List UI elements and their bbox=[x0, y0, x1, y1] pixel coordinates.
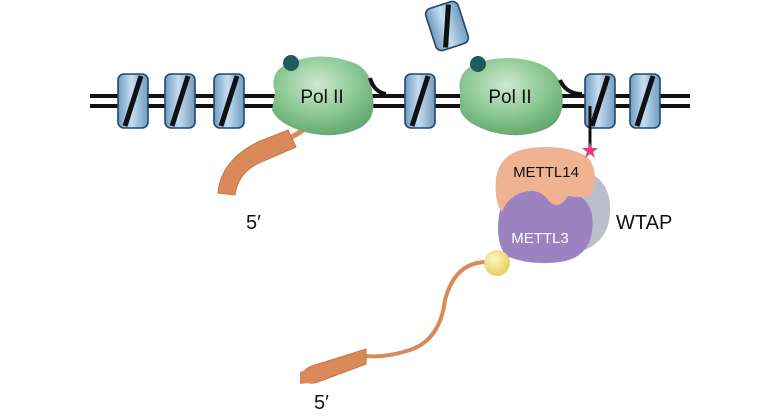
nascent-rna-left bbox=[217, 120, 314, 196]
nucleosome-icon bbox=[584, 73, 616, 129]
nucleosome-icon bbox=[117, 73, 149, 129]
nucleosome-icon bbox=[213, 73, 245, 129]
pol2-left-label: Pol II bbox=[300, 87, 343, 108]
nucleosome-icon bbox=[629, 73, 661, 129]
rna-polymerase-right bbox=[459, 56, 583, 136]
methyl-mark-icon bbox=[283, 55, 299, 71]
wtap-label: WTAP bbox=[616, 212, 672, 234]
mettl3-label: METTL3 bbox=[511, 230, 569, 247]
evicted-nucleosome-icon bbox=[424, 0, 470, 52]
yellow-m6a-dot-icon bbox=[484, 250, 510, 276]
star-mark-icon bbox=[582, 142, 598, 158]
mettl14-subunit bbox=[495, 147, 595, 212]
nucleosome-icon bbox=[164, 73, 196, 129]
rna-polymerase-left bbox=[272, 55, 387, 136]
nucleosome-group bbox=[117, 73, 661, 129]
nucleosome-icon bbox=[404, 73, 436, 129]
pol2-right-label: Pol II bbox=[488, 87, 531, 108]
five-prime-bottom-label: 5′ bbox=[314, 392, 329, 414]
methyl-mark-icon bbox=[470, 56, 486, 72]
five-prime-top-label: 5′ bbox=[246, 212, 261, 234]
mettl14-label: METTL14 bbox=[513, 164, 579, 181]
mettl3-subunit bbox=[498, 189, 593, 264]
